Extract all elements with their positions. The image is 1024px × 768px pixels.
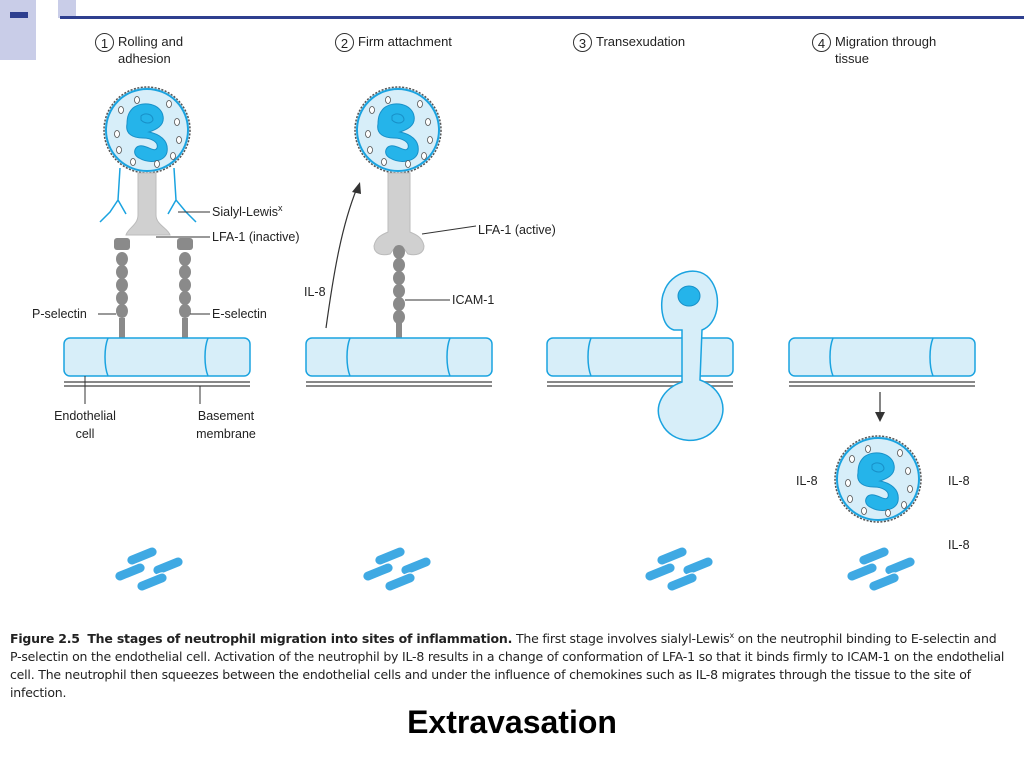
bacteria-stage-4 (844, 544, 918, 594)
stage-2-number: 2 (335, 33, 354, 52)
stage-2-title: 2 Firm attachment (335, 33, 452, 52)
stage-1-number: 1 (95, 33, 114, 52)
nucleus-stage-3 (677, 285, 701, 307)
label-cell: cell (76, 427, 95, 441)
label-il8-right: IL-8 (948, 474, 970, 488)
lfa1-inactive-1 (125, 172, 171, 236)
e-selectin-chain (177, 238, 193, 344)
slide-top-rule (60, 16, 1024, 19)
slide-title: Extravasation (407, 704, 617, 740)
stage-3-illustration (546, 270, 734, 594)
lfa1-active (373, 172, 425, 256)
stage-2-illustration: IL-8 LFA-1 (active) ICAM-1 (304, 86, 556, 594)
caption-figure-number: Figure 2.5 (10, 631, 80, 647)
caption-body-1: The first stage involves sialyl-Lewis (515, 631, 730, 647)
label-lfa1-inactive: LFA-1 (inactive) (212, 230, 300, 244)
label-endothelial: Endothelial (54, 409, 116, 423)
label-lfa1-active: LFA-1 (active) (478, 223, 556, 237)
caption-sup: x (729, 631, 735, 640)
stage-2-label: Firm attachment (358, 34, 452, 49)
extravasation-diagram: Sialyl-Lewisx LFA-1 (inactive) P-selecti… (32, 86, 976, 594)
endothelium-stage-2 (305, 337, 493, 387)
label-membrane: membrane (196, 427, 256, 441)
label-e-selectin: E-selectin (212, 307, 267, 321)
stage-1-label: Rolling and adhesion (118, 34, 184, 66)
label-il8-bottom: IL-8 (948, 538, 970, 552)
label-il8-left: IL-8 (796, 474, 818, 488)
stage-3-title: 3 Transexudation (573, 33, 685, 52)
neutrophil-stage-4 (834, 435, 922, 523)
transmigrating-neutrophil (657, 270, 724, 442)
figure-caption: Figure 2.5 The stages of neutrophil migr… (10, 627, 1010, 702)
bacteria-stage-2 (360, 544, 434, 594)
label-il8-arrow: IL-8 (304, 285, 326, 299)
stage-4-number: 4 (812, 33, 831, 52)
neutrophil-stage-1 (103, 86, 191, 174)
label-p-selectin: P-selectin (32, 307, 87, 321)
stage-3-number: 3 (573, 33, 592, 52)
p-selectin-chain (114, 238, 130, 344)
caption-heading: The stages of neutrophil migration into … (87, 631, 513, 647)
stage-1-illustration: Sialyl-Lewisx LFA-1 (inactive) P-selecti… (32, 86, 300, 594)
stage-3-label: Transexudation (596, 34, 686, 49)
bacteria-stage-3 (642, 544, 716, 594)
il8-arrow (325, 187, 358, 329)
sialyl-lewis-right (167, 167, 197, 223)
slide-corner-decoration (0, 0, 76, 60)
stage-4-illustration: IL-8 IL-8 IL-8 (788, 337, 976, 594)
bacteria-stage-1 (112, 544, 186, 594)
endothelium-stage-4 (788, 337, 976, 387)
caption-body-2: on the neutrophil binding to E-selectin … (10, 631, 1005, 701)
label-icam1: ICAM-1 (452, 293, 494, 307)
sialyl-lewis-left (99, 167, 127, 223)
endothelium-stage-1 (63, 337, 251, 387)
icam1-chain (393, 245, 405, 344)
stage-4-label: Migration through tissue (835, 34, 937, 66)
label-basement: Basement (198, 409, 255, 423)
label-sialyl-lewis: Sialyl-Lewisx (212, 203, 283, 219)
neutrophil-stage-2 (354, 86, 442, 174)
endothelium-stage-3 (546, 337, 734, 387)
